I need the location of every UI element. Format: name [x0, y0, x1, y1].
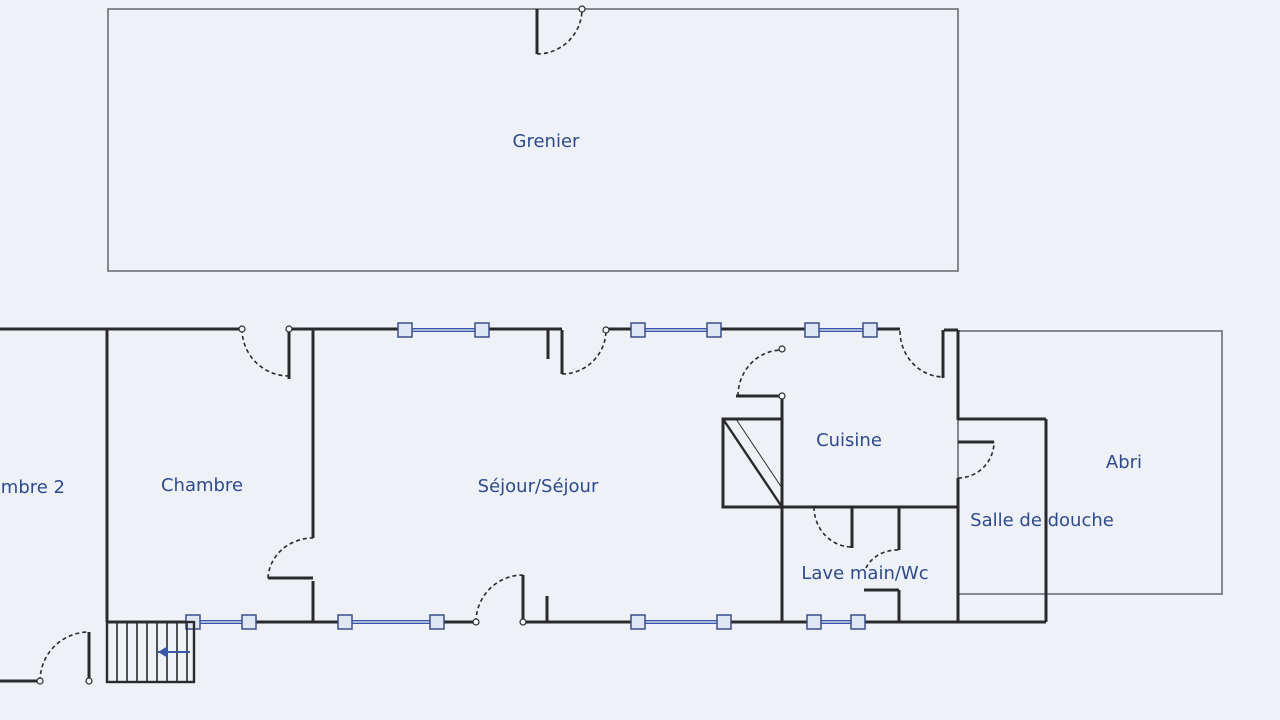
abri-label: Abri — [1106, 452, 1142, 473]
chambre-sejour-door — [267, 537, 314, 579]
abri-outline — [957, 330, 1223, 595]
window-bottom-1 — [185, 614, 257, 630]
salle-de-douche-label: Salle de douche — [970, 510, 1114, 531]
doors — [36, 325, 995, 685]
window-bottom-4 — [806, 614, 866, 630]
window-top-2 — [630, 322, 722, 338]
chambre2-label: mbre 2 — [1, 477, 65, 498]
sejour-label: Séjour/Séjour — [478, 476, 599, 497]
windows — [185, 322, 878, 630]
grenier-label: Grenier — [513, 131, 581, 152]
kitchen-block — [721, 417, 784, 509]
window-bottom-2 — [337, 614, 445, 630]
grenier-outline — [107, 8, 959, 272]
cuisine-entry-door — [737, 345, 786, 400]
staircase — [105, 620, 196, 684]
cuisine-top-door — [899, 330, 945, 378]
window-top-1 — [397, 322, 490, 338]
window-top-3 — [804, 322, 878, 338]
wc-door — [813, 506, 853, 548]
stair-direction-arrow-icon — [158, 646, 190, 658]
lave-main-wc-label: Lave main/Wc — [801, 563, 928, 584]
window-bottom-3 — [630, 614, 732, 630]
salle-de-douche-door — [957, 441, 995, 479]
cuisine-label: Cuisine — [816, 430, 882, 451]
grenier-room: Grenier — [107, 5, 959, 272]
chambre-top-door — [238, 325, 293, 377]
grenier-door — [535, 5, 586, 55]
chambre-label: Chambre — [161, 475, 243, 496]
sejour-bottom-door — [472, 574, 527, 626]
abri-room: Abri — [957, 330, 1223, 595]
entry-door — [36, 631, 93, 685]
sejour-top-door — [561, 326, 610, 375]
lave-main-door — [865, 549, 900, 569]
